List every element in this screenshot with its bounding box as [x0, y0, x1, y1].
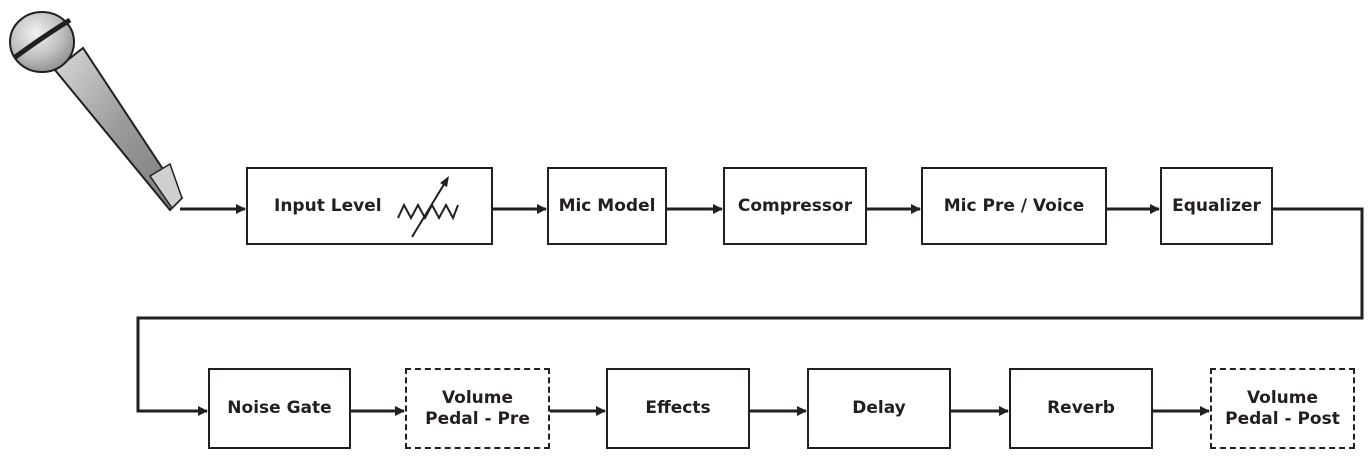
block-noise-gate-label: Noise Gate — [227, 398, 332, 418]
block-compressor: Compressor — [723, 167, 867, 245]
block-effects-label: Effects — [645, 398, 711, 418]
block-equalizer-label: Equalizer — [1172, 195, 1261, 216]
microphone-icon — [9, 11, 184, 212]
block-input-level-label: Input Level — [274, 195, 382, 216]
block-mic-pre-voice: Mic Pre / Voice — [921, 167, 1107, 245]
block-reverb-label: Reverb — [1047, 398, 1115, 418]
block-noise-gate: Noise Gate — [208, 368, 351, 449]
block-mic-model: Mic Model — [547, 167, 667, 245]
block-delay: Delay — [807, 368, 951, 449]
block-input-level: Input Level — [246, 167, 493, 245]
block-volume-pedal-pre-line1: Volume — [441, 387, 514, 408]
block-volume-pedal-post-line1: Volume — [1246, 387, 1319, 408]
block-mic-model-label: Mic Model — [558, 195, 656, 216]
connectors — [136, 204, 1364, 416]
block-equalizer: Equalizer — [1160, 167, 1273, 245]
block-volume-pedal-post-line2: Pedal - Post — [1225, 408, 1340, 429]
block-volume-pedal-post: Volume Pedal - Post — [1210, 368, 1355, 449]
variable-resistor-icon — [396, 176, 459, 238]
block-mic-pre-voice-label: Mic Pre / Voice — [943, 195, 1085, 216]
arrow-equalizer-to-noise-gate — [136, 207, 1364, 416]
block-compressor-label: Compressor — [737, 195, 853, 216]
block-delay-label: Delay — [852, 398, 906, 418]
block-reverb: Reverb — [1009, 368, 1153, 449]
block-volume-pedal-pre: Volume Pedal - Pre — [405, 368, 550, 449]
block-volume-pedal-pre-line2: Pedal - Pre — [425, 408, 530, 429]
block-effects: Effects — [606, 368, 750, 449]
